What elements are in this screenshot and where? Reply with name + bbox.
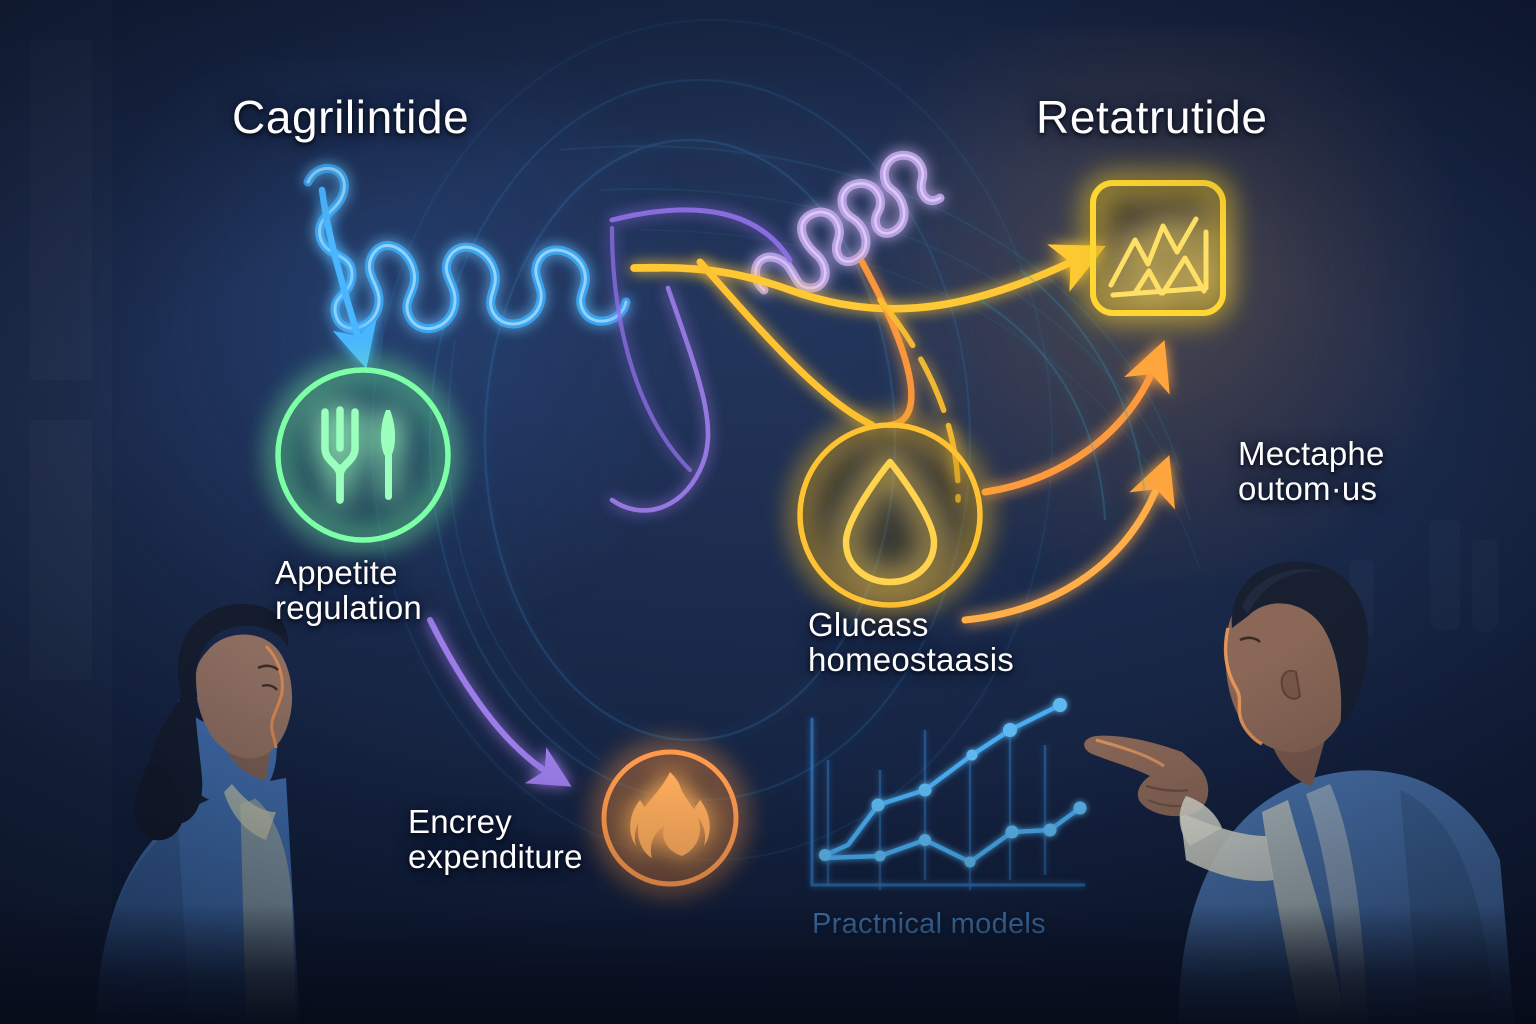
floor-shadow	[0, 904, 1536, 1024]
